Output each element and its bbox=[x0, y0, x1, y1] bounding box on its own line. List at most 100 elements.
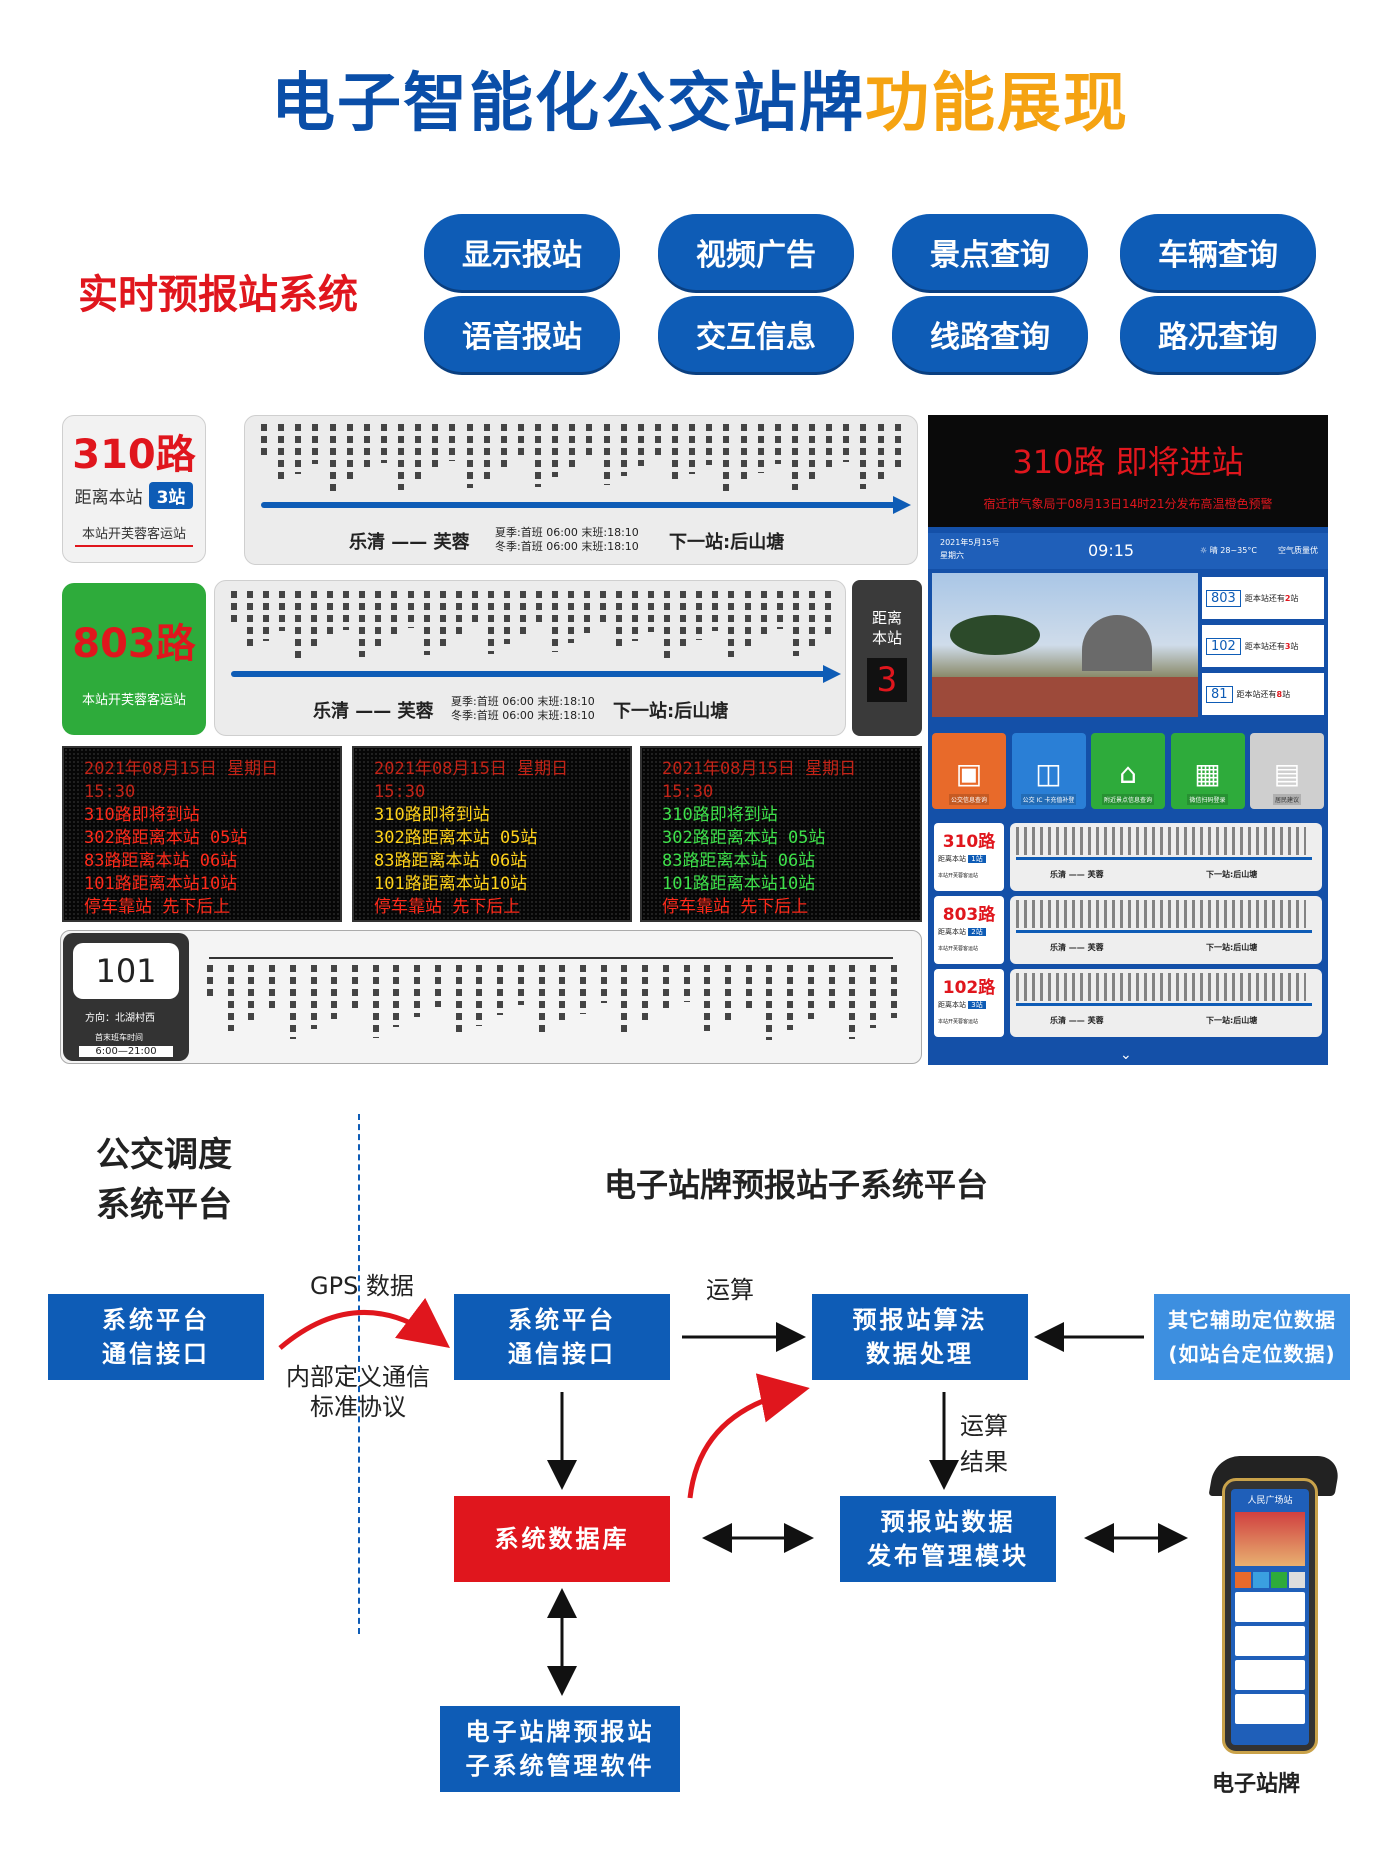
feature-pill[interactable]: 景点查询 bbox=[892, 214, 1088, 290]
station-marker bbox=[207, 965, 213, 1001]
station-marker bbox=[787, 965, 794, 1030]
station-marker bbox=[471, 591, 478, 627]
app-tile[interactable]: ▦微信扫码登录 bbox=[1170, 733, 1245, 809]
protocol-line1: 内部定义通信 bbox=[286, 1363, 430, 1391]
mini-route-bar bbox=[1016, 857, 1312, 860]
mini-distance-value: 3站 bbox=[968, 1001, 986, 1009]
summer-schedule: 夏季:首班 06:00 末班:18:10 bbox=[451, 695, 595, 708]
arrival-count: 8 bbox=[1276, 689, 1283, 699]
station-marker bbox=[723, 424, 730, 492]
realtime-system-title: 实时预报站系统 bbox=[78, 272, 358, 318]
station-marker bbox=[559, 965, 566, 1025]
subsystem-title: 电子站牌预报站子系统平台 bbox=[604, 1166, 989, 1204]
box-line: 通信接口 bbox=[102, 1340, 210, 1368]
weather-warning: 宿迁市气象局于08月13日14时21分发布高温橙色预警 bbox=[983, 497, 1273, 511]
terminal-label: 本站开芙蓉客运站 bbox=[81, 693, 186, 708]
mini-terminal: 本站开芙蓉客运站 bbox=[938, 1019, 979, 1025]
feature-pill[interactable]: 路况查询 bbox=[1120, 296, 1316, 372]
led-line: 302路距离本站 05站 bbox=[374, 828, 538, 848]
scroll-down-icon[interactable]: ⌄ bbox=[1120, 1047, 1132, 1063]
bus-icon: ▣ bbox=[955, 757, 983, 790]
station-marker bbox=[724, 965, 731, 1021]
mini-next-stop: 下一站:后山塘 bbox=[1206, 1016, 1258, 1025]
station-marker bbox=[263, 591, 270, 641]
feature-pill[interactable]: 语音报站 bbox=[424, 296, 620, 372]
station-marker bbox=[552, 424, 559, 478]
led-line: 101路距离本站10站 bbox=[374, 874, 528, 894]
board-310-route: 乐清 —— 芙蓉 夏季:首班 06:00 末班:18:10 冬季:首班 06:0… bbox=[244, 415, 918, 565]
station-marker bbox=[503, 591, 510, 645]
feature-pill[interactable]: 交互信息 bbox=[658, 296, 854, 372]
gps-label: GPS 数据 bbox=[310, 1272, 414, 1300]
station-marker bbox=[600, 591, 607, 625]
box-line: 通信接口 bbox=[508, 1340, 616, 1368]
station-marker bbox=[329, 424, 336, 491]
terminal-label: 本站开芙蓉客运站 bbox=[75, 523, 193, 547]
mini-route-board: 803路距离本站 2站本站开芙蓉客运站乐清 —— 芙蓉下一站:后山塘 bbox=[934, 896, 1322, 964]
app-tile-label: 居民建议 bbox=[1272, 794, 1301, 805]
mini-route-label: 803路 bbox=[942, 905, 996, 925]
station-marker bbox=[519, 591, 526, 635]
mini-route-bar bbox=[1016, 930, 1312, 933]
station-marker bbox=[791, 424, 798, 491]
station-marker bbox=[372, 965, 379, 1038]
app-tile[interactable]: ▤居民建议 bbox=[1250, 733, 1324, 809]
station-marker bbox=[621, 965, 628, 1033]
mini-distance-value: 2站 bbox=[968, 928, 986, 936]
station-marker bbox=[327, 591, 334, 640]
station-marker bbox=[620, 424, 627, 476]
feature-pill[interactable]: 线路查询 bbox=[892, 296, 1088, 372]
app-tile[interactable]: ◫公交 IC 卡充值补登 bbox=[1011, 733, 1086, 809]
station-marker bbox=[380, 424, 387, 463]
feature-pill[interactable]: 视频广告 bbox=[658, 214, 854, 290]
box-line: (如站台定位数据) bbox=[1168, 1342, 1336, 1366]
divider bbox=[358, 1114, 360, 1634]
arrival-text: 距本站还有3站 bbox=[1245, 641, 1299, 652]
mini-route-board: 102路距离本站 3站本站开芙蓉客运站乐清 —— 芙蓉下一站:后山塘 bbox=[934, 969, 1322, 1037]
app-tile-label: 微信扫码登录 bbox=[1187, 794, 1228, 805]
box-line: 系统数据库 bbox=[494, 1525, 630, 1553]
calc-result-line1: 运算 bbox=[960, 1412, 1008, 1440]
led-line: 83路距离本站 06站 bbox=[84, 851, 238, 871]
gps-arrow bbox=[278, 1297, 450, 1350]
station-marker bbox=[535, 591, 542, 626]
led-line: 101路距离本站10站 bbox=[662, 874, 816, 894]
calc-result-label: 运算结果 bbox=[960, 1408, 1008, 1480]
box-line: 子系统管理软件 bbox=[465, 1752, 655, 1780]
hours-value: 6:00—21:00 bbox=[79, 1046, 173, 1057]
station-marker bbox=[551, 591, 558, 653]
mini-distance-value: 1站 bbox=[968, 855, 986, 863]
distance-badge: 3站 bbox=[148, 482, 194, 509]
box-aux-data: 其它辅助定位数据(如站台定位数据) bbox=[1154, 1294, 1350, 1380]
feature-pill[interactable]: 车辆查询 bbox=[1120, 214, 1316, 290]
station-marker bbox=[487, 591, 494, 654]
box-line: 发布管理模块 bbox=[867, 1542, 1029, 1570]
station-marker bbox=[359, 591, 366, 657]
station-marker bbox=[483, 424, 490, 479]
distance-value: 3 bbox=[867, 658, 907, 702]
station-marker bbox=[704, 965, 711, 1032]
station-marker bbox=[664, 591, 671, 659]
led-date-line: 2021年08月15日 星期日 15:30 bbox=[84, 759, 279, 802]
station-marker bbox=[434, 965, 441, 1007]
station-marker bbox=[662, 965, 669, 1013]
feature-pill[interactable]: 显示报站 bbox=[424, 214, 620, 290]
mini-distance: 距离本站 1站 bbox=[938, 854, 1004, 864]
mini-stations bbox=[1016, 827, 1306, 855]
box-algorithm: 预报站算法数据处理 bbox=[812, 1294, 1028, 1380]
next-stop: 下一站:后山塘 bbox=[613, 701, 729, 722]
led-line: 停车靠站 先下后上 bbox=[374, 897, 521, 917]
mini-route-line: 乐清 —— 芙蓉 下一站:后山塘 bbox=[1010, 969, 1322, 1037]
station-marker bbox=[331, 965, 338, 1019]
app-tile[interactable]: ⌂附近景点信息查询 bbox=[1091, 733, 1165, 809]
station-marker bbox=[567, 591, 574, 643]
mini-distance-label: 距离本站 bbox=[938, 855, 966, 863]
station-marker bbox=[247, 591, 254, 651]
screen-time: 09:15 bbox=[1088, 541, 1135, 560]
arrival-count: 3 bbox=[1284, 641, 1291, 651]
mini-from-to: 乐清 —— 芙蓉 bbox=[1050, 1016, 1104, 1025]
station-marker bbox=[398, 424, 404, 490]
station-marker bbox=[616, 591, 623, 651]
app-tile[interactable]: ▣公交信息查询 bbox=[932, 733, 1006, 809]
